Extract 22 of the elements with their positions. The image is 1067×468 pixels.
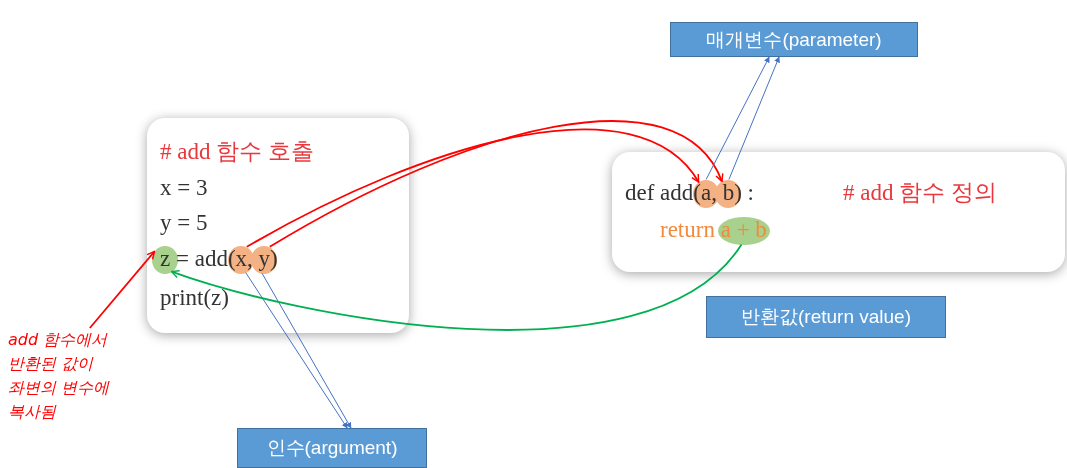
- arrow: [245, 272, 348, 429]
- arrow: [268, 120, 723, 248]
- code-card: [612, 152, 1065, 272]
- arrow: [245, 128, 700, 248]
- arrow: [88, 250, 156, 329]
- arrow: [261, 272, 352, 429]
- arrow: [728, 56, 780, 180]
- code-line: x = 3: [160, 174, 208, 202]
- label-box: 반환값(return value): [706, 296, 946, 338]
- code-line: y = 5: [160, 209, 208, 237]
- code-comment: # add 함수 정의: [843, 179, 997, 207]
- arrow: [170, 243, 743, 331]
- arrow: [705, 56, 770, 180]
- label-box: 인수(argument): [237, 428, 427, 468]
- code-line: return a + b: [660, 216, 767, 244]
- label-box: 매개변수(parameter): [670, 22, 918, 57]
- note-text: add 함수에서 반환된 값이 좌변의 변수에 복사됨: [8, 328, 140, 424]
- code-comment: # add 함수 호출: [160, 138, 314, 166]
- highlight-ellipse: [717, 216, 770, 245]
- code-card: [147, 118, 409, 333]
- highlight-ellipse: [152, 245, 179, 274]
- code-line: print(z): [160, 284, 229, 312]
